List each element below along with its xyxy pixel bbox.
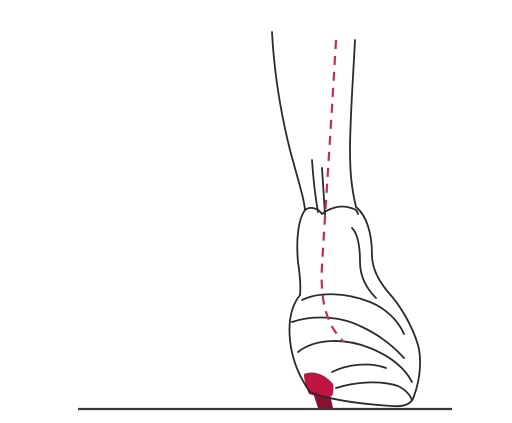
heel-crease — [331, 363, 387, 373]
ankle-left — [296, 209, 306, 296]
leg-left-contour — [271, 31, 306, 211]
leg-axis-line — [320, 39, 345, 343]
leg-outline — [271, 31, 421, 408]
ankle-top — [304, 205, 359, 215]
ankle-inner-bump — [351, 227, 377, 299]
tendon-line — [311, 159, 319, 213]
heel-left-contour — [288, 294, 311, 393]
tendon-line-inner — [321, 167, 326, 216]
foot-right-contour — [387, 291, 421, 397]
heel-contact-area — [304, 372, 334, 397]
heel-mid-curve — [291, 316, 405, 359]
heel-lower-curve — [297, 340, 413, 383]
leg-right-contour — [349, 39, 357, 208]
ankle-right — [355, 206, 389, 293]
heel-back-curve — [301, 293, 405, 335]
foot-sole-edge — [335, 381, 413, 401]
heel-bottom — [309, 391, 415, 408]
